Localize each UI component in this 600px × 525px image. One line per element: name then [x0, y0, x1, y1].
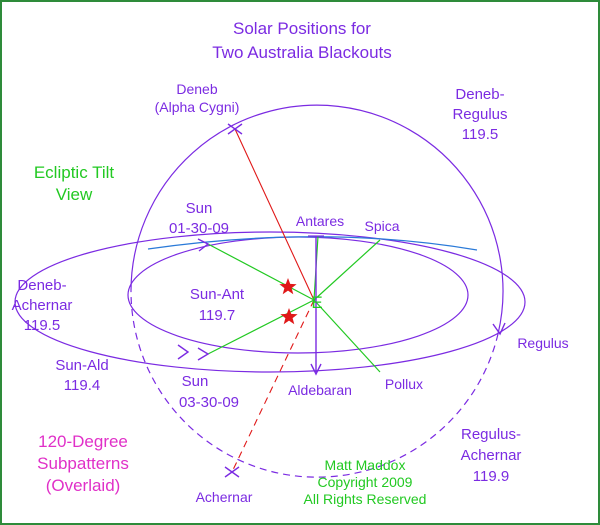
sun-jan-label: Sun	[186, 200, 213, 217]
title-line-1: Solar Positions for	[233, 19, 371, 38]
copyright-line-1: Matt Maddox	[325, 457, 406, 473]
red-star-upper	[279, 278, 297, 295]
achernar-marker	[224, 466, 240, 478]
regulus-achernar-line-1: Regulus-	[461, 426, 521, 443]
celestial-sphere-lower	[130, 291, 499, 478]
subpatterns-line-2: Subpatterns	[37, 454, 129, 473]
deneb-alt-label: (Alpha Cygni)	[155, 99, 240, 115]
sun-ant-value: 119.7	[199, 307, 235, 324]
deneb-regulus-value: 119.5	[462, 126, 498, 143]
ecliptic-top-tilt-arc	[147, 236, 478, 251]
regulus-label: Regulus	[517, 335, 568, 351]
aldebaran-arrow	[310, 363, 322, 376]
deneb-regulus-line-1: Deneb-	[455, 86, 504, 103]
line-earth-achernar	[231, 299, 315, 473]
ecliptic-outer	[14, 231, 526, 373]
view-label-line-1: Ecliptic Tilt	[34, 163, 115, 182]
sun-ald-label: Sun-Ald	[55, 357, 108, 374]
regulus-arrow	[492, 322, 506, 336]
ecliptic-inner	[127, 236, 469, 354]
sun-mar-label: Sun	[182, 373, 209, 390]
red-star-lower	[280, 308, 298, 325]
regulus-achernar-value: 119.9	[473, 468, 509, 485]
regulus-achernar-line-2: Achernar	[461, 447, 522, 464]
subpatterns-line-3: (Overlaid)	[46, 476, 121, 495]
view-label-line-2: View	[56, 185, 93, 204]
ray-earth-spica	[313, 239, 381, 301]
ray-earth-pollux	[313, 299, 381, 373]
deneb-achernar-line-2: Achernar	[12, 297, 73, 314]
deneb-regulus-line-2: Regulus	[452, 106, 507, 123]
deneb-label: Deneb	[176, 81, 217, 97]
ray-earth-sun-mar	[207, 299, 315, 355]
spica-label: Spica	[364, 218, 399, 234]
ray-earth-sun-jan	[207, 243, 315, 301]
copyright-line-3: All Rights Reserved	[304, 491, 427, 507]
deneb-achernar-value: 119.5	[24, 317, 60, 334]
aldebaran-label: Aldebaran	[288, 382, 352, 398]
sun-jan-date: 01-30-09	[169, 220, 229, 237]
subpatterns-line-1: 120-Degree	[38, 432, 128, 451]
deneb-achernar-line-1: Deneb-	[17, 277, 66, 294]
sun-jan-arrow	[197, 238, 210, 252]
sun-ald-value: 119.4	[64, 377, 100, 394]
earth-label: E	[311, 293, 322, 312]
line-deneb-earth	[234, 128, 315, 301]
achernar-label: Achernar	[196, 489, 253, 505]
sun-ant-label: Sun-Ant	[190, 286, 245, 303]
sun-mar-arrow	[197, 347, 210, 361]
celestial-sphere-upper	[130, 104, 504, 335]
title-line-2: Two Australia Blackouts	[212, 43, 392, 62]
ecliptic-left-arrow	[177, 344, 190, 360]
copyright-line-2: Copyright 2009	[318, 474, 413, 490]
deneb-marker	[227, 123, 243, 135]
pollux-label: Pollux	[385, 376, 423, 392]
sun-mar-date: 03-30-09	[179, 394, 239, 411]
antares-label: Antares	[296, 213, 344, 229]
